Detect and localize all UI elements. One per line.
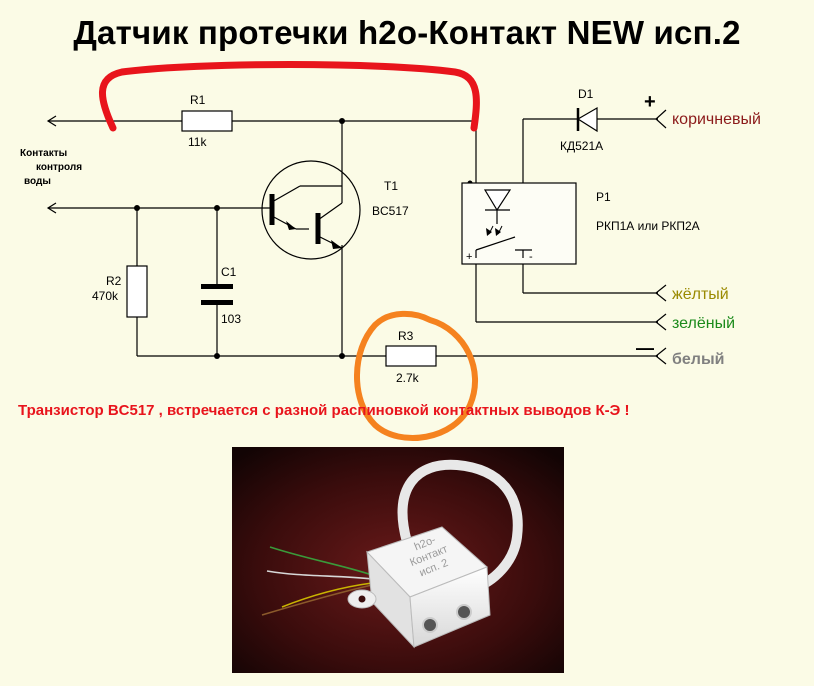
water-contacts-label-2: контроля <box>36 162 82 173</box>
r2-value: 470k <box>92 289 119 303</box>
water-contacts-label-1: Контакты <box>20 148 67 159</box>
page-title: Датчик протечки h2o-Контакт NEW исп.2 <box>73 14 741 51</box>
c1-value: 103 <box>221 312 241 326</box>
p1-ref: P1 <box>596 190 611 204</box>
r2-resistor <box>126 265 148 318</box>
wire-brown-label: коричневый <box>672 111 761 128</box>
warning-note: Транзистор BC517 , встречается с разной … <box>18 402 630 419</box>
water-contacts-label-3: воды <box>24 176 51 187</box>
t1-transistor <box>261 160 361 260</box>
device-photo: h2o- Контакт исп. 2 <box>232 447 564 673</box>
t1-ref: T1 <box>384 179 398 193</box>
d1-diode <box>576 106 598 133</box>
r1-ref: R1 <box>190 93 206 107</box>
c1-ref: C1 <box>221 265 237 279</box>
orange-circle-annotation <box>354 310 478 441</box>
relay-plus-pin: + <box>466 251 472 263</box>
wire-green-label: зелёный <box>672 315 735 332</box>
p1-relay <box>461 182 577 265</box>
wire-yellow-label: жёлтый <box>672 286 729 303</box>
plus-sign: + <box>644 91 656 113</box>
relay-minus-pin: - <box>529 251 533 263</box>
wire-white-label: белый <box>672 351 724 368</box>
d1-value: КД521А <box>560 139 603 153</box>
r3-resistor <box>385 345 437 367</box>
r2-ref: R2 <box>106 274 122 288</box>
d1-ref: D1 <box>578 87 594 101</box>
red-jumper-annotation <box>99 61 480 132</box>
minus-sign: — <box>636 338 654 358</box>
r1-value: 11k <box>188 135 207 149</box>
p1-value: РКП1А или РКП2А <box>596 219 700 233</box>
t1-value: BC517 <box>372 204 409 218</box>
r1-resistor <box>181 110 233 132</box>
r3-value: 2.7k <box>396 371 420 385</box>
r3-ref: R3 <box>398 329 414 343</box>
c1-capacitor <box>201 284 233 305</box>
